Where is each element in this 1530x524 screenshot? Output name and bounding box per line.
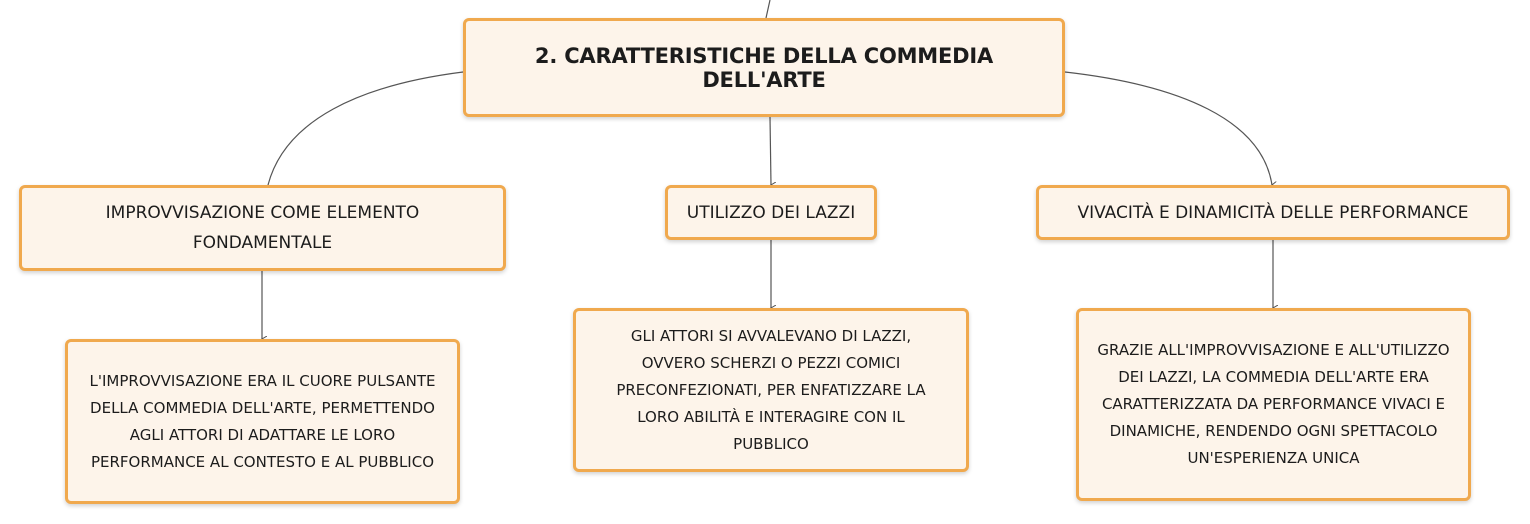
detail-lazzi-text: GLI ATTORI SI AVVALEVANO DI LAZZI, OVVER…	[616, 326, 926, 453]
connector-root-to-lazzi	[769, 116, 771, 185]
connector-root-to-improvvisazione	[267, 71, 464, 186]
detail-lazzi-node[interactable]: GLI ATTORI SI AVVALEVANO DI LAZZI, OVVER…	[573, 308, 969, 472]
connector-root-to-vivacita	[1064, 71, 1272, 185]
topic-lazzi-node[interactable]: UTILIZZO DEI LAZZI	[665, 185, 877, 240]
topic-lazzi-label: UTILIZZO DEI LAZZI	[686, 202, 856, 223]
topic-improvvisazione-label: IMPROVVISAZIONE COME ELEMENTO FONDAMENTA…	[105, 203, 420, 253]
detail-vivacita-text: GRAZIE ALL'IMPROVVISAZIONE E ALL'UTILIZZ…	[1097, 341, 1450, 467]
detail-improvvisazione-text: L'IMPROVVISAZIONE ERA IL CUORE PULSANTE …	[89, 371, 436, 471]
root-topic-node[interactable]: 2. CARATTERISTICHE DELLA COMMEDIA DELL'A…	[463, 18, 1065, 117]
topic-vivacita-node[interactable]: VIVACITÀ E DINAMICITÀ DELLE PERFORMANCE	[1036, 185, 1510, 240]
connector-from-parent	[765, 0, 771, 19]
topic-vivacita-label: VIVACITÀ E DINAMICITÀ DELLE PERFORMANCE	[1077, 202, 1469, 223]
topic-improvvisazione-node[interactable]: IMPROVVISAZIONE COME ELEMENTO FONDAMENTA…	[19, 185, 506, 271]
detail-vivacita-node[interactable]: GRAZIE ALL'IMPROVVISAZIONE E ALL'UTILIZZ…	[1076, 308, 1471, 501]
root-topic-label: 2. CARATTERISTICHE DELLA COMMEDIA DELL'A…	[534, 43, 994, 92]
detail-improvvisazione-node[interactable]: L'IMPROVVISAZIONE ERA IL CUORE PULSANTE …	[65, 339, 460, 504]
